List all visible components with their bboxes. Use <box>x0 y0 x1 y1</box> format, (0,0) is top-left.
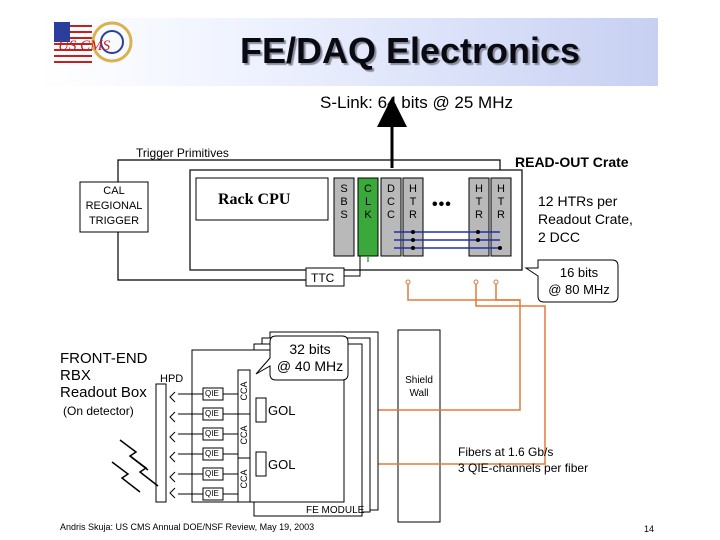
qie-label-3: QIE <box>205 429 219 438</box>
qie-label-5: QIE <box>205 469 219 478</box>
htr-card-1 <box>402 177 424 257</box>
rack-cpu-box <box>195 177 329 221</box>
title-banner <box>40 18 658 86</box>
hpd-inputs <box>169 391 176 499</box>
qie-label-2: QIE <box>205 409 219 418</box>
sbs-card <box>333 177 355 257</box>
qie-label-4: QIE <box>205 449 219 458</box>
gol-label-1: GOL <box>268 403 296 418</box>
dcc-card <box>380 177 402 257</box>
cca-label-1: CCA <box>239 381 249 401</box>
cca-label-3: CCA <box>239 469 249 489</box>
gol-box-1 <box>255 397 267 423</box>
ttc-label: TTC <box>311 271 335 285</box>
trigger-primitives-line <box>117 159 501 182</box>
fiber-line-2 <box>258 284 546 465</box>
shield-wall-box <box>397 329 441 523</box>
bits32-callout <box>255 335 349 381</box>
bits16-callout <box>524 259 619 303</box>
shield-wall-label: Shield Wall <box>405 375 433 399</box>
rack-cpu-label: Rack CPU <box>218 191 291 208</box>
fibers-note: Fibers at 1.6 Gb/s 3 QIE-channels per fi… <box>458 445 589 475</box>
light-rays <box>111 439 159 493</box>
ttc-line <box>117 232 306 281</box>
gol-box-2 <box>255 451 267 477</box>
gol-label-2: GOL <box>268 457 296 472</box>
footer-citation: Andris Skuja: US CMS Annual DOE/NSF Revi… <box>60 522 315 532</box>
page-title: FE/DAQ Electronics <box>239 30 581 71</box>
more-cards-dots: ••• <box>432 196 452 213</box>
trigger-primitives-label: Trigger Primitives <box>136 146 229 160</box>
us-cms-logo: US CMS <box>52 20 158 64</box>
readout-crate-label: READ-OUT Crate <box>515 154 629 170</box>
bits16-label: 16 bits @ 80 MHz <box>548 265 610 297</box>
fiber-line-3 <box>407 284 520 301</box>
cca-box-3 <box>237 457 251 503</box>
on-detector-label: (On detector) <box>63 404 134 418</box>
cca-label-2: CCA <box>239 425 249 445</box>
readout-crate-box <box>189 169 523 271</box>
slink-label: S-Link: 64 bits @ 25 MHz <box>320 93 513 112</box>
hpd-label: HPD <box>160 373 184 385</box>
fe-rbx-label: FRONT-END RBX Readout Box <box>60 350 148 401</box>
htr-card-3 <box>490 177 512 257</box>
hpd-bar <box>155 383 167 503</box>
fe-module-label: FE MODULE <box>306 505 365 516</box>
qie-label-1: QIE <box>205 389 219 398</box>
qie-label-6: QIE <box>205 489 219 498</box>
cal-regional-box <box>79 181 149 233</box>
bits32-label: 32 bits @ 40 MHz <box>276 341 344 374</box>
logo-text: US CMS <box>58 38 111 54</box>
ttc-box <box>305 267 345 287</box>
htr-card-2 <box>468 177 490 257</box>
cal-regional-label: CAL REGIONAL TRIGGER <box>85 185 143 227</box>
page-number: 14 <box>644 524 655 534</box>
htrs-note: 12 HTRs per Readout Crate, 2 DCC <box>538 193 633 245</box>
